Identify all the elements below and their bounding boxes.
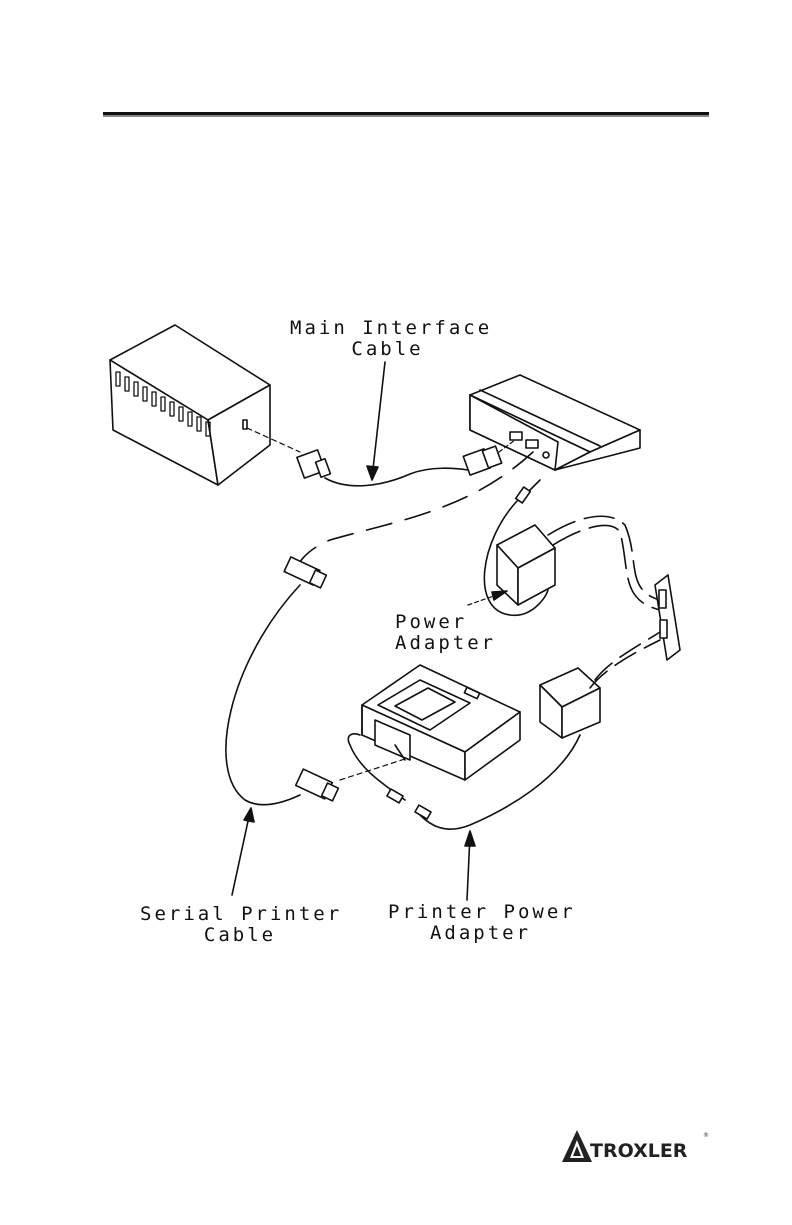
serial-printer-cable: [226, 452, 533, 895]
label-main-interface-cable-line2: Cable: [290, 339, 485, 360]
wall-outlet: [655, 575, 680, 660]
printer-power-adapter: [348, 632, 660, 900]
label-power-adapter-line2: Adapter: [395, 633, 495, 654]
label-serial-printer-cable-line1: Serial Printer: [140, 904, 340, 925]
registered-mark: ®: [703, 1132, 709, 1139]
label-printer-power-adapter-line2: Adapter: [388, 923, 573, 944]
printer: [362, 665, 520, 780]
gauge-cabinet: [110, 325, 270, 485]
label-main-interface-cable-line1: Main Interface: [290, 318, 485, 339]
power-adapter: [468, 480, 660, 615]
label-serial-printer-cable-line2: Cable: [140, 925, 340, 946]
label-serial-printer-cable: Serial Printer Cable: [140, 904, 340, 946]
label-main-interface-cable: Main Interface Cable: [290, 318, 485, 360]
label-printer-power-adapter: Printer Power Adapter: [388, 902, 573, 944]
troxler-logo: TROXLER ®: [560, 1128, 710, 1168]
label-power-adapter-line1: Power: [395, 612, 495, 633]
logo-text: TROXLER: [590, 1140, 687, 1162]
label-power-adapter: Power Adapter: [395, 612, 495, 654]
label-printer-power-adapter-line1: Printer Power: [388, 902, 573, 923]
troxler-triangle-icon: [560, 1128, 594, 1164]
